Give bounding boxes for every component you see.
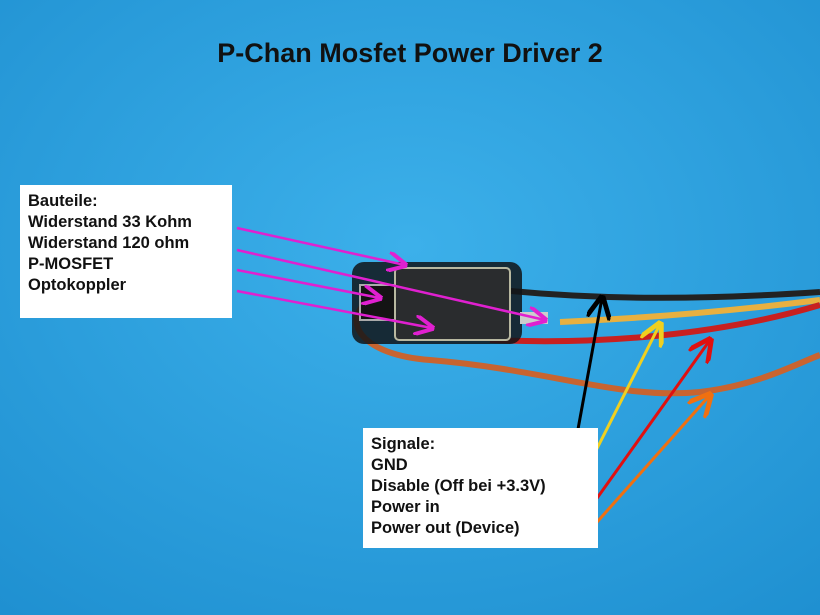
components-legend: Bauteile: Widerstand 33 Kohm Widerstand …	[20, 185, 232, 318]
signal-label: Disable (Off bei +3.3V)	[371, 477, 546, 495]
component-label: P-MOSFET	[28, 255, 114, 273]
components-heading: Bauteile:	[28, 192, 98, 210]
signal-label: Power in	[371, 498, 440, 516]
signal-label: GND	[371, 456, 408, 474]
page-title: P-Chan Mosfet Power Driver 2	[217, 38, 603, 68]
signals-heading: Signale:	[371, 435, 436, 453]
arrow-optocoupler	[236, 289, 432, 328]
component-label: Optokoppler	[28, 276, 127, 294]
circuit-assembly	[352, 262, 548, 344]
component-label: Widerstand 33 Kohm	[28, 213, 192, 231]
component-arrows	[236, 226, 545, 328]
signals-legend: Signale: GND Disable (Off bei +3.3V) Pow…	[363, 428, 598, 548]
signal-label: Power out (Device)	[371, 519, 520, 537]
gnd-wire	[499, 287, 820, 301]
optocoupler-chip	[394, 267, 511, 341]
arrow-power-out	[588, 395, 710, 531]
arrow-power-in	[588, 340, 710, 509]
arrow-33k-resistor	[236, 226, 405, 265]
arrow-120-resistor	[236, 248, 545, 320]
arrow-pmosfet	[236, 268, 380, 298]
component-label: Widerstand 120 ohm	[28, 234, 190, 252]
